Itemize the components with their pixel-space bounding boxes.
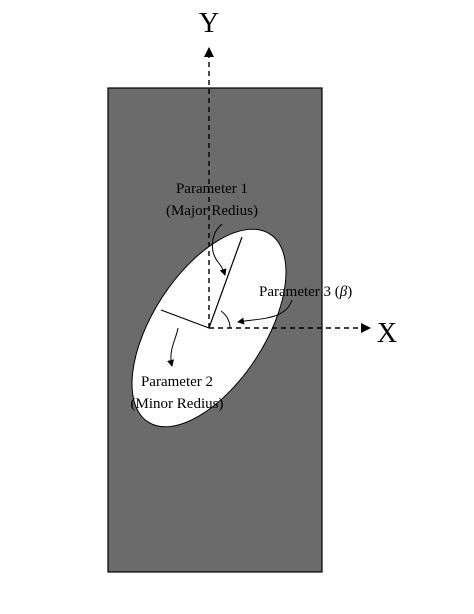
- major-radius-line: [208, 236, 243, 329]
- param2-sublabel: (Minor Redius): [131, 396, 224, 412]
- param2-leader-arrow: [167, 327, 179, 367]
- param1-sublabel: (Major Redius): [166, 203, 258, 219]
- x-axis-label: X: [377, 318, 397, 349]
- param1-label: Parameter 1: [176, 181, 248, 197]
- beta-symbol: β: [339, 284, 348, 300]
- param3-label-prefix: Parameter 3 (: [259, 284, 340, 300]
- param2-label: Parameter 2: [141, 374, 213, 390]
- param3-label-suffix: ): [347, 284, 352, 300]
- minor-radius-line: [160, 309, 210, 329]
- param1-leader-arrow: [212, 223, 227, 276]
- y-axis-label: Y: [199, 8, 219, 39]
- param3-label: Parameter 3 (β): [259, 284, 352, 300]
- beta-angle-arc: [220, 310, 231, 329]
- param3-leader-arrow: [237, 299, 293, 325]
